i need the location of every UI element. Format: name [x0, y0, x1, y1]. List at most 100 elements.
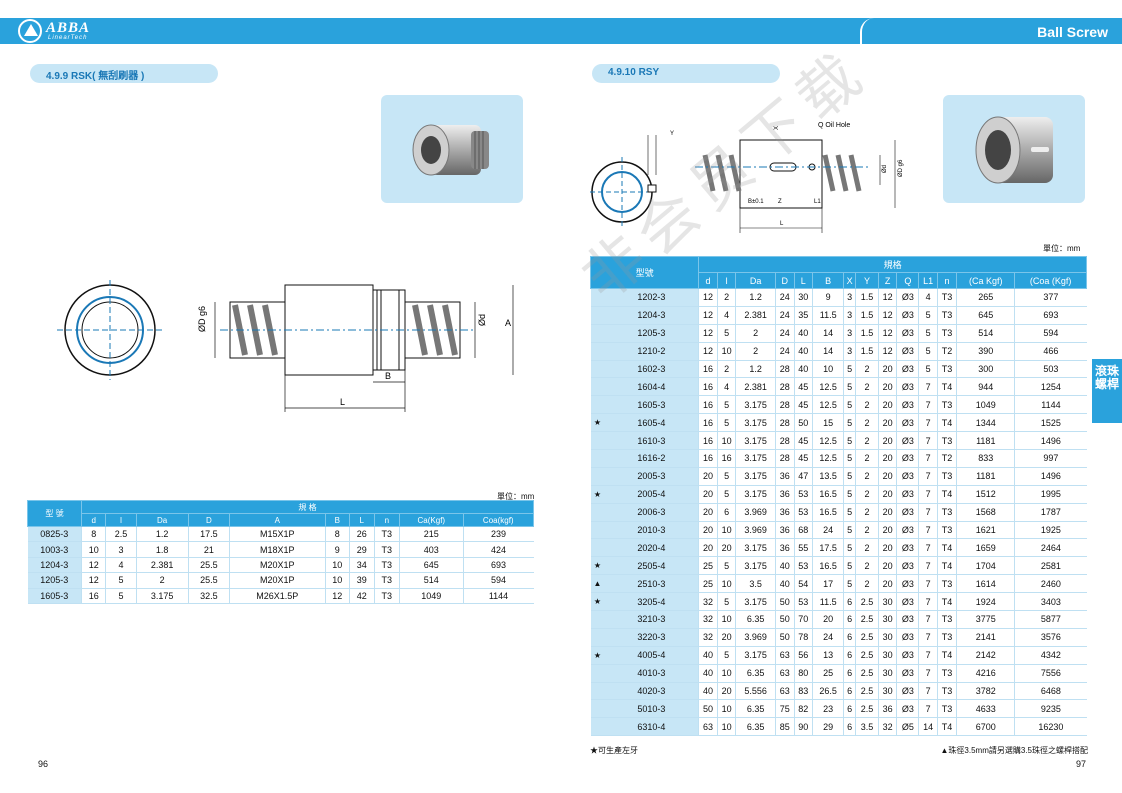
spec-cell: 1.5	[855, 306, 879, 325]
spec-cell: 12	[698, 324, 718, 343]
model-cell: 1604-4	[604, 377, 699, 397]
unit-label-left: 單位：mm	[497, 492, 535, 501]
column-header: d	[80, 513, 107, 527]
spec-cell: Ø3	[896, 592, 919, 612]
spec-cell: 50	[774, 592, 795, 612]
spec-cell: 514	[956, 324, 1015, 343]
spec-cell: 24	[774, 306, 795, 325]
spec-cell: 1704	[956, 556, 1015, 576]
spec-cell: T4	[936, 377, 957, 397]
spec-cell: 45	[793, 395, 813, 415]
spec-cell: 2581	[1014, 556, 1087, 576]
spec-cell: 10	[716, 717, 736, 737]
label-d: Ød	[477, 314, 487, 326]
spec-cell: 3.175	[735, 485, 776, 504]
spec-cell: 6	[716, 503, 736, 522]
spec-cell: 6	[843, 592, 856, 612]
spec-cell: T3	[936, 306, 957, 325]
spec-cell: 30	[877, 592, 897, 612]
spec-cell: 2	[855, 431, 879, 451]
model-cell: 3205-4	[604, 592, 699, 612]
spec-cell: 53	[793, 592, 813, 612]
spec-cell: 5	[843, 503, 856, 522]
spec-cell: Ø3	[896, 503, 919, 522]
spec-cell: 1995	[1014, 485, 1087, 504]
spec-cell: T2	[936, 342, 957, 361]
spec-cell: M26X1.5P	[228, 588, 326, 604]
label-b: B	[385, 371, 391, 381]
model-cell: 3210-3	[604, 610, 699, 629]
spec-cell: 6	[843, 628, 856, 647]
spec-cell: 2.5	[855, 646, 879, 665]
spec-cell: Ø3	[896, 538, 919, 558]
mark-cell	[590, 467, 605, 486]
rsk-product-photo	[381, 95, 523, 203]
spec-cell: 20	[877, 360, 897, 379]
spec-cell: 239	[462, 526, 534, 543]
spec-cell: 16	[698, 431, 718, 451]
spec-cell: 4	[918, 288, 938, 307]
spec-cell: Ø3	[896, 521, 919, 540]
spec-cell: 594	[462, 572, 534, 589]
spec-cell: 63	[774, 646, 795, 665]
mark-cell	[590, 664, 605, 683]
model-header: 型號	[589, 256, 700, 289]
spec-cell: 30	[877, 610, 897, 629]
label-a: A	[505, 318, 511, 328]
spec-cell: T3	[936, 467, 957, 486]
spec-cell: 29	[349, 541, 374, 558]
model-cell: 4020-3	[604, 682, 699, 701]
spec-cell: 2	[855, 521, 879, 540]
label-l: L	[340, 397, 345, 407]
mark-cell	[590, 717, 605, 737]
spec-cell: 5	[843, 538, 856, 558]
spec-cell: 6	[843, 610, 856, 629]
spec-cell: 30	[793, 288, 813, 307]
spec-cell: 5	[843, 521, 856, 540]
spec-cell: 20	[698, 521, 718, 540]
spec-cell: 16	[698, 413, 718, 433]
spec-cell: 53	[793, 503, 813, 522]
spec-cell: 63	[774, 664, 795, 683]
model-cell: 5010-3	[604, 699, 699, 719]
spec-cell: 14	[918, 717, 938, 737]
spec-cell: 5	[843, 360, 856, 379]
spec-cell: 50	[774, 610, 795, 629]
spec-cell: 2	[855, 449, 879, 468]
spec-cell: 3	[843, 324, 856, 343]
column-header: L	[793, 272, 814, 289]
spec-cell: T4	[936, 646, 957, 665]
spec-cell: 3.175	[735, 395, 776, 415]
spec-cell: 12	[877, 306, 897, 325]
spec-cell: 514	[399, 572, 464, 589]
spec-cell: 16.5	[812, 485, 844, 504]
spec-cell: T3	[373, 526, 400, 543]
model-cell: 1204-3	[604, 306, 699, 325]
label-x: X	[774, 126, 780, 130]
spec-cell: 35	[793, 306, 813, 325]
spec-cell: 2	[855, 395, 879, 415]
spec-cell: Ø3	[896, 646, 919, 665]
spec-cell: Ø3	[896, 395, 919, 415]
spec-cell: 16	[698, 377, 718, 397]
column-header: L	[349, 513, 375, 527]
spec-cell: 215	[399, 526, 464, 543]
model-cell: 1202-3	[604, 288, 699, 307]
spec-cell: 16	[698, 395, 718, 415]
model-cell: 3220-3	[604, 628, 699, 647]
spec-cell: M18X1P	[228, 541, 326, 558]
spec-cell: 25	[698, 556, 718, 576]
spec-cell: 20	[877, 395, 897, 415]
spec-cell: 56	[793, 646, 813, 665]
spec-cell: 1659	[956, 538, 1015, 558]
side-tab-ball-screw: 滾珠螺桿	[1092, 359, 1122, 423]
spec-cell: 5	[716, 485, 736, 504]
